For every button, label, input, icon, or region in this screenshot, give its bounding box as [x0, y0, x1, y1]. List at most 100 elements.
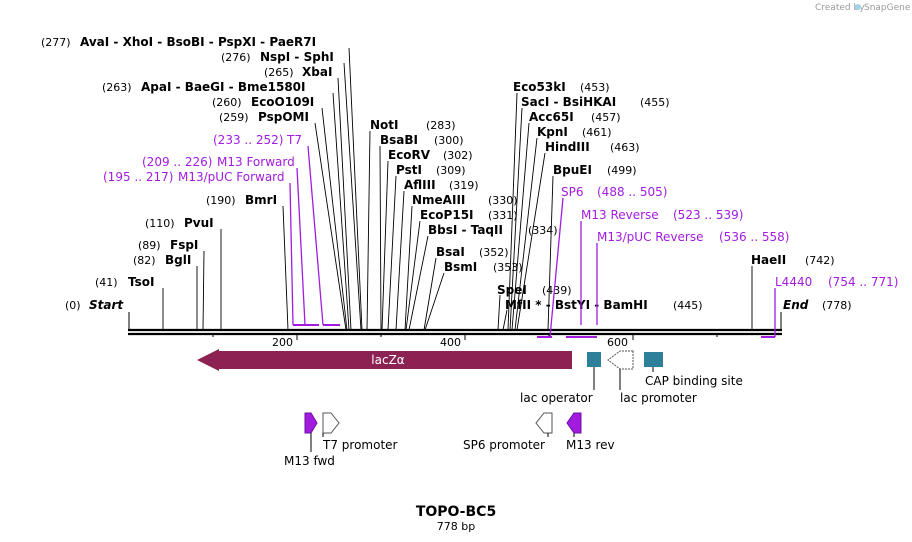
site-bpuei[interactable]: BpuEI: [553, 163, 592, 177]
site-labels: (277)AvaI - XhoI - BsoBI - PspXI - PaeR7…: [41, 35, 835, 312]
site-baegi[interactable]: BaeGI: [185, 80, 225, 94]
site-mfli[interactable]: MfII *: [505, 298, 542, 312]
primer-m13puc-forward[interactable]: M13/pUC Forward: [178, 170, 285, 184]
site-hindiii[interactable]: HindIII: [545, 140, 590, 154]
primer-t7[interactable]: T7: [286, 133, 302, 147]
site-noti[interactable]: NotI: [370, 118, 399, 132]
site-bmri[interactable]: BmrI: [245, 193, 277, 207]
site-spei[interactable]: SpeI: [497, 283, 527, 297]
site-psti[interactable]: PstI: [396, 163, 422, 177]
site-ecorv[interactable]: EcoRV: [388, 148, 431, 162]
site-bsai[interactable]: BsaI: [436, 245, 465, 259]
primer-m13-forward[interactable]: M13 Forward: [217, 155, 295, 169]
primer-m13-reverse-range: (523 .. 539): [673, 208, 743, 222]
site-taqii[interactable]: TaqII: [471, 223, 503, 237]
start-label[interactable]: Start: [89, 298, 124, 312]
sp6-promoter-label: SP6 promoter: [463, 438, 545, 452]
cap-binding-site-label: CAP binding site: [645, 374, 743, 388]
tick-label-200: 200: [272, 336, 293, 349]
svg-text:BpuEI(499): BpuEI(499): [553, 163, 637, 177]
site-ecop15i[interactable]: EcoP15I: [420, 208, 474, 222]
lac-operator-feature[interactable]: [587, 352, 601, 367]
site-saci[interactable]: SacI: [521, 95, 549, 109]
svg-text:(260)EcoO109I: (260)EcoO109I: [212, 95, 314, 109]
site-eco53ki[interactable]: Eco53kI: [513, 80, 566, 94]
primer-leaders: [289, 145, 776, 338]
primer-sp6[interactable]: SP6: [561, 185, 584, 199]
svg-text:SacI - BsiHKAI(455): SacI - BsiHKAI(455): [521, 95, 670, 109]
tick-label-600: 600: [607, 336, 628, 349]
site-nspi[interactable]: NspI: [260, 50, 290, 64]
t7-promoter-feature[interactable]: [322, 412, 340, 434]
primer-m13-forward-range: (209 .. 226): [142, 155, 212, 169]
primer-m13-reverse[interactable]: M13 Reverse: [581, 208, 659, 222]
svg-text:SP6(488 .. 505): SP6(488 .. 505): [561, 185, 667, 199]
svg-text:(110)PvuI: (110)PvuI: [145, 216, 214, 230]
svg-text:(259)PspOMI: (259)PspOMI: [219, 110, 309, 124]
lac-promoter-label: lac promoter: [620, 391, 697, 405]
svg-text:(265)XbaI: (265)XbaI: [264, 65, 332, 79]
map-title: TOPO-BC5: [416, 504, 496, 520]
primer-m13puc-reverse[interactable]: M13/pUC Reverse: [597, 230, 704, 244]
svg-text:NmeAIII(330): NmeAIII(330): [412, 193, 518, 207]
site-apai[interactable]: ApaI: [141, 80, 171, 94]
svg-text:(190)BmrI: (190)BmrI: [206, 193, 277, 207]
site-haeii[interactable]: HaeII: [751, 253, 786, 267]
svg-text:(276)NspI - SphI: (276)NspI - SphI: [221, 50, 334, 64]
map-length: 778 bp: [437, 520, 475, 533]
svg-text:KpnI(461): KpnI(461): [537, 125, 612, 139]
site-pos: (277): [41, 36, 71, 49]
svg-text:Acc65I(457): Acc65I(457): [529, 110, 621, 124]
site-tsoi[interactable]: TsoI: [128, 275, 154, 289]
m13-rev-feature[interactable]: [566, 412, 582, 434]
primer-l4440-range: (754 .. 771): [828, 275, 898, 289]
start-pos: (0): [65, 299, 81, 312]
t7-promoter-label: T7 promoter: [322, 438, 398, 452]
site-kpni[interactable]: KpnI: [537, 125, 568, 139]
site-leaders: [162, 47, 753, 331]
svg-text:L4440(754 .. 771): L4440 (754 .. 771): [775, 275, 898, 289]
site-bsmi[interactable]: BsmI: [444, 260, 477, 274]
site-bamhi[interactable]: BamHI: [603, 298, 647, 312]
svg-text:(209 .. 226)M13 Forward: (209 .. 226) M13 Forward: [142, 155, 295, 169]
svg-text:BsmI(353): BsmI(353): [444, 260, 523, 274]
sp6-promoter-feature[interactable]: [535, 412, 553, 434]
site-ecoo109i[interactable]: EcoO109I: [251, 95, 314, 109]
site-bsabi[interactable]: BsaBI: [380, 133, 418, 147]
m13-fwd-feature[interactable]: [304, 412, 318, 434]
site-sphi[interactable]: SphI: [304, 50, 334, 64]
site-xhoi[interactable]: XhoI: [123, 35, 154, 49]
site-bsobi[interactable]: BsoBI: [166, 35, 204, 49]
site-bbsi[interactable]: BbsI: [428, 223, 457, 237]
site-xbai[interactable]: XbaI: [302, 65, 332, 79]
cap-binding-site-feature[interactable]: [644, 352, 663, 367]
site-afliii[interactable]: AflIII: [404, 178, 436, 192]
svg-text:BsaI(352): BsaI(352): [436, 245, 509, 259]
svg-text:Eco53kI(453): Eco53kI(453): [513, 80, 610, 94]
site-nmeaiii[interactable]: NmeAIII: [412, 193, 465, 207]
end-label[interactable]: End: [783, 298, 809, 312]
site-bstyi[interactable]: BstYI: [555, 298, 590, 312]
site-pspomi[interactable]: PspOMI: [258, 110, 309, 124]
svg-text:(277)AvaI - XhoI - BsoBI - Psp: (277)AvaI - XhoI - BsoBI - PspXI - PaeR7…: [41, 35, 316, 49]
lacz-alpha-feature[interactable]: [197, 349, 572, 371]
tick-label-400: 400: [440, 336, 461, 349]
svg-text:M13 Reverse(523 .. 539): M13 Reverse (523 .. 539): [581, 208, 743, 222]
site-bsihkai[interactable]: BsiHKAI: [563, 95, 617, 109]
site-pspxi[interactable]: PspXI: [218, 35, 256, 49]
primer-labels: (233 .. 252)T7 (209 .. 226)M13 Forward (…: [103, 133, 898, 289]
site-bgli[interactable]: BglI: [165, 253, 191, 267]
site-acc65i[interactable]: Acc65I: [529, 110, 574, 124]
watermark-created-by: Created by: [815, 3, 865, 13]
primer-m13puc-forward-range: (195 .. 217): [103, 170, 173, 184]
lac-promoter-feature[interactable]: [607, 350, 634, 370]
site-paer7i[interactable]: PaeR7I: [269, 35, 316, 49]
primer-l4440[interactable]: L4440: [775, 275, 812, 289]
site-avai[interactable]: AvaI: [80, 35, 109, 49]
svg-text:M13/pUC Reverse(536 .. 558): M13/pUC Reverse(536 .. 558): [597, 230, 789, 244]
lacz-alpha-label: lacZα: [371, 353, 405, 367]
svg-text:BbsI - TaqII(334): BbsI - TaqII(334): [428, 223, 558, 237]
site-fspi[interactable]: FspI: [170, 238, 198, 252]
site-pvui[interactable]: PvuI: [184, 216, 214, 230]
site-bme1580i[interactable]: Bme1580I: [238, 80, 306, 94]
